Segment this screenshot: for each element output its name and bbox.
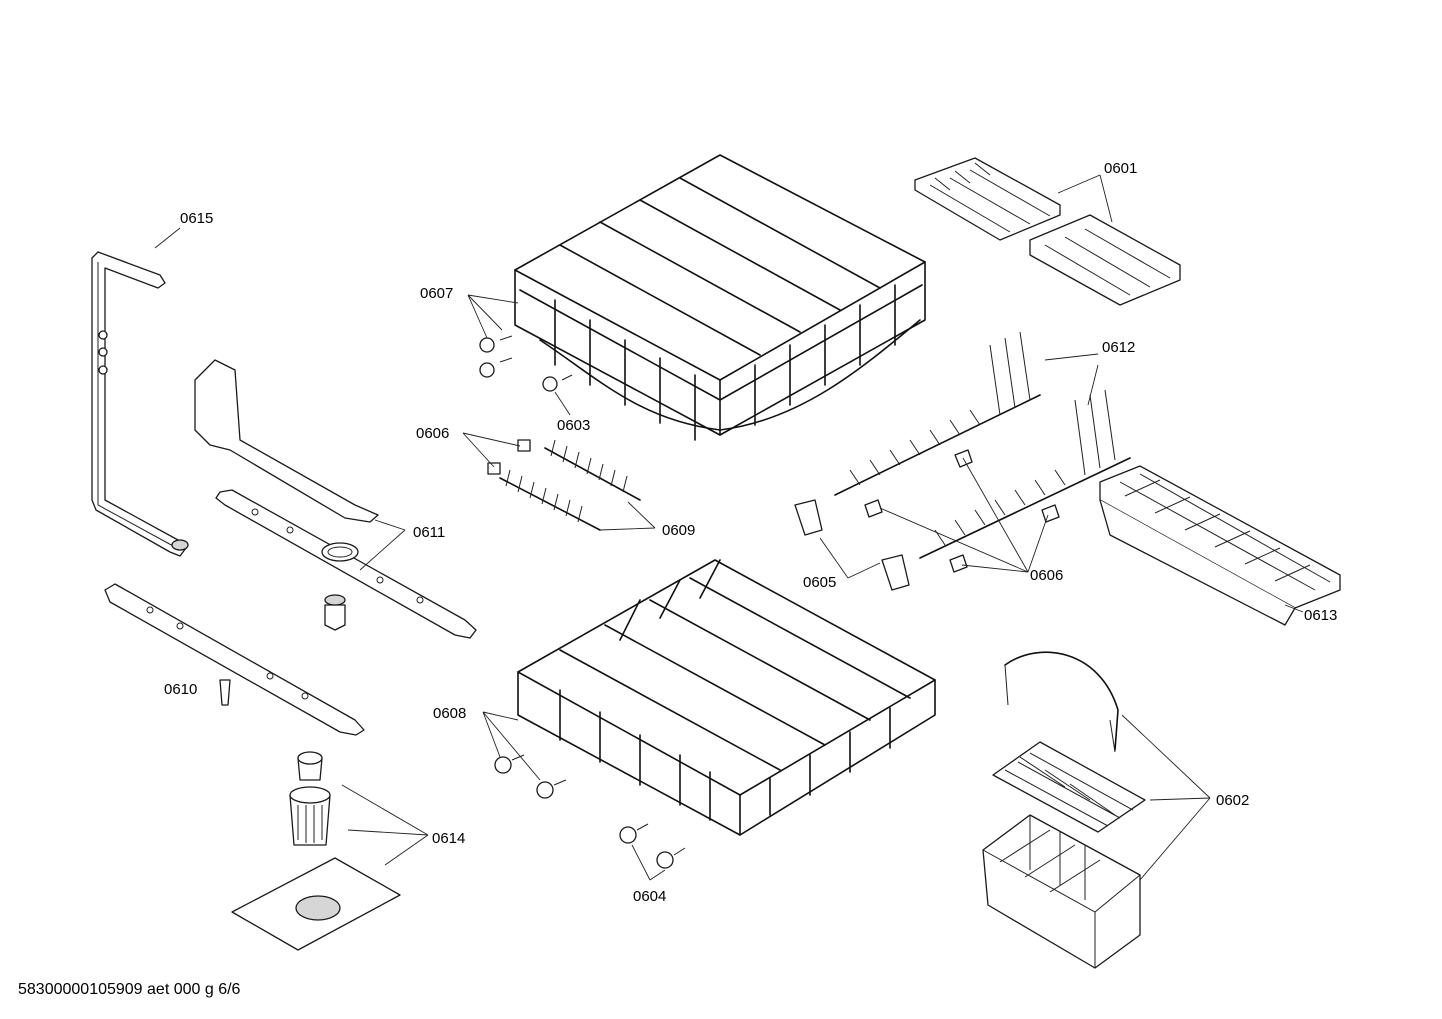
label-0611: 0611 [413,524,445,541]
label-0605: 0605 [803,574,836,591]
part-0613-cutlery-tray [1099,465,1341,626]
label-0603: 0603 [557,417,590,434]
label-0604: 0604 [633,888,666,905]
upper-basket [479,154,926,441]
label-0610: 0610 [164,681,197,698]
part-0601-cup-racks [914,157,1181,306]
part-0610-lower-spray-arm [104,583,365,736]
label-0614: 0614 [432,830,465,847]
part-labels: 0615 0601 0612 0607 0603 0606 0609 0611 … [164,160,1337,905]
label-0606-left: 0606 [416,425,449,442]
leader-lines [154,174,1304,881]
label-0601: 0601 [1104,160,1137,177]
label-0602: 0602 [1216,792,1249,809]
label-0608: 0608 [433,705,466,722]
part-0615-spray-pipe [91,251,189,557]
label-0615: 0615 [180,210,213,227]
label-0612: 0612 [1102,339,1135,356]
lower-basket [494,559,936,869]
part-0611-upper-spray-arm [194,359,477,639]
label-0607: 0607 [420,285,453,302]
label-0606-right: 0606 [1030,567,1063,584]
part-0614-filter-set [231,751,401,951]
part-0609-tine-rails [487,439,641,531]
part-0602-cutlery-basket [982,651,1146,969]
label-0613: 0613 [1304,607,1337,624]
diagram-reference-number: 58300000105909 aet 000 g 6/6 [18,981,241,998]
label-0609: 0609 [662,522,695,539]
part-0612-tine-racks [794,331,1131,591]
